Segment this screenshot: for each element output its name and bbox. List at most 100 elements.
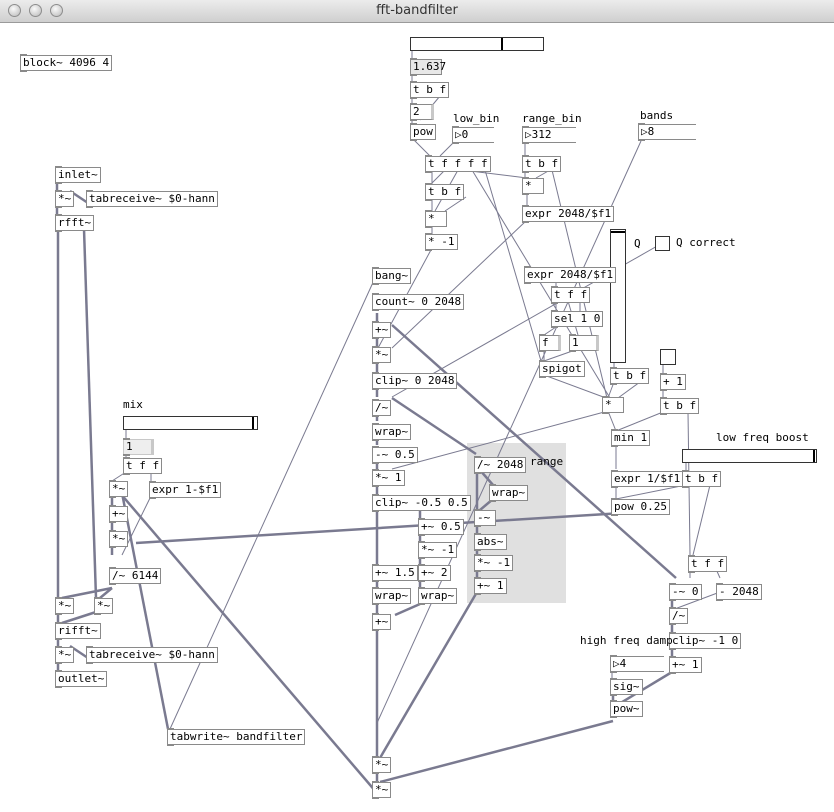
tabreceive-out-object[interactable]: tabreceive~ $0-hann (86, 646, 218, 664)
low-bin-label: low_bin (453, 112, 500, 125)
q-slider-knob[interactable] (611, 231, 625, 233)
hf-damp-number[interactable]: ▷4 (610, 655, 664, 673)
bang-object[interactable]: bang~ (372, 267, 412, 285)
top-slider-knob[interactable] (501, 38, 503, 50)
q-tff-object[interactable]: t f f (551, 286, 591, 304)
zoom-button[interactable] (50, 4, 63, 17)
mix-plus-object[interactable]: +~ (109, 505, 129, 523)
high-freq-damp-label: high freq damp (580, 634, 673, 647)
q-slider[interactable] (610, 229, 626, 363)
outlet-object[interactable]: outlet~ (55, 670, 108, 688)
mul-mid-object[interactable]: * (425, 210, 447, 228)
plus-one-object[interactable]: + 1 (660, 373, 686, 391)
minus-half-object[interactable]: -~ 0.5 (372, 446, 418, 464)
minus-2048-object[interactable]: - 2048 (716, 583, 762, 601)
one-message[interactable]: 1 (569, 334, 599, 352)
top-right-toggle[interactable] (660, 349, 676, 365)
mix-one-message[interactable]: 1 (123, 438, 154, 456)
tffff-object[interactable]: t f f f f (425, 155, 491, 173)
mul-one-object[interactable]: *~ 1 (372, 469, 405, 487)
expr-lf-object[interactable]: expr 1/$f1 (611, 470, 684, 488)
div-sig-object[interactable]: /~ (372, 399, 392, 417)
sig-object[interactable]: sig~ (610, 678, 643, 696)
wrap1-object[interactable]: wrap~ (372, 423, 412, 441)
lf-tbf-object[interactable]: t b f (682, 470, 722, 488)
plus-sig-object[interactable]: +~ (372, 321, 392, 339)
range-tbf-object[interactable]: t b f (522, 155, 562, 173)
div-6144-object[interactable]: /~ 6144 (109, 567, 162, 585)
mix-expr-object[interactable]: expr 1-$f1 (149, 481, 222, 499)
pow-sig-object[interactable]: pow~ (610, 700, 643, 718)
low-freq-boost-label: low freq boost (716, 431, 809, 444)
rfft-object[interactable]: rfft~ (55, 214, 95, 232)
q-correct-toggle[interactable] (655, 236, 670, 251)
sel-object[interactable]: sel 1 0 (551, 310, 604, 328)
bands-number[interactable]: ▷8 (638, 123, 696, 141)
low-freq-boost-slider[interactable] (682, 449, 817, 463)
mul-final2-object[interactable]: *~ (372, 781, 392, 799)
plus-1-hf-object[interactable]: +~ 1 (669, 656, 702, 674)
mix-slider[interactable] (123, 416, 258, 430)
range-mul-neg1-object[interactable]: *~ -1 (474, 554, 514, 572)
range-wrap-object[interactable]: wrap~ (489, 484, 529, 502)
clip-neg1-object[interactable]: clip~ -1 0 (669, 632, 742, 650)
tog-tbf-object[interactable]: t b f (660, 397, 700, 415)
two-message[interactable]: 2 (410, 103, 434, 121)
range-abs-object[interactable]: abs~ (474, 533, 507, 551)
rifft-object[interactable]: rifft~ (55, 622, 101, 640)
plus-final-object[interactable]: +~ (372, 613, 392, 631)
f-box-object[interactable]: f (539, 334, 561, 352)
block-object[interactable]: block~ 4096 4 (20, 54, 113, 72)
minus-0-object[interactable]: -~ 0 (669, 583, 702, 601)
mul-sig-object[interactable]: *~ (372, 346, 392, 364)
range-bin-number[interactable]: ▷312 (522, 126, 576, 144)
mix-mul2-object[interactable]: *~ (109, 530, 129, 548)
minimize-button[interactable] (29, 4, 42, 17)
pow-top-object[interactable]: pow (410, 123, 436, 141)
tabwrite-object[interactable]: tabwrite~ bandfilter (167, 728, 306, 746)
spigot-object[interactable]: spigot (539, 360, 585, 378)
tbf-top-object[interactable]: t b f (410, 81, 450, 99)
tabreceive-in-object[interactable]: tabreceive~ $0-hann (86, 190, 218, 208)
close-button[interactable] (8, 4, 21, 17)
plus-2-object[interactable]: +~ 2 (418, 564, 451, 582)
expr-2048-a-object[interactable]: expr 2048/$f1 (522, 205, 615, 223)
hf-tff-object[interactable]: t f f (688, 555, 728, 573)
clip-half-object[interactable]: clip~ -0.5 0.5 (372, 494, 471, 512)
plus-half-object[interactable]: +~ 0.5 (418, 518, 464, 536)
mul-hann-out-object[interactable]: *~ (55, 646, 75, 664)
q-mul-object[interactable]: * (602, 396, 624, 414)
div-hf-object[interactable]: /~ (669, 607, 689, 625)
wrap2-object[interactable]: wrap~ (372, 587, 412, 605)
low-freq-boost-slider-knob[interactable] (813, 450, 815, 462)
mix-mul1-object[interactable]: *~ (109, 480, 129, 498)
mul-final1-object[interactable]: *~ (372, 756, 392, 774)
range-div-object[interactable]: /~ 2048 (474, 456, 527, 474)
top-number[interactable]: 1.637 (410, 58, 446, 76)
wrap3-object[interactable]: wrap~ (418, 587, 458, 605)
range-plus1-object[interactable]: +~ 1 (474, 577, 507, 595)
tbf-mid-object[interactable]: t b f (425, 183, 465, 201)
mul-neg1-object[interactable]: * -1 (425, 233, 458, 251)
range-bin-value: 312 (531, 128, 552, 141)
mul-b-object[interactable]: *~ (94, 597, 114, 615)
plus-15-object[interactable]: +~ 1.5 (372, 564, 418, 582)
q-tbf-object[interactable]: t b f (610, 367, 650, 385)
expr-2048-b-object[interactable]: expr 2048/$f1 (524, 266, 617, 284)
min-one-object[interactable]: min 1 (611, 429, 651, 447)
pow-025-object[interactable]: pow 0.25 (611, 498, 670, 516)
mul-hann-in-object[interactable]: *~ (55, 190, 75, 208)
mix-label: mix (123, 398, 143, 411)
clip-2048-object[interactable]: clip~ 0 2048 (372, 372, 458, 390)
mix-tff-object[interactable]: t f f (123, 457, 163, 475)
low-bin-number[interactable]: ▷0 (452, 126, 494, 144)
inlet-object[interactable]: inlet~ (55, 166, 101, 184)
range-minus-object[interactable]: -~ (474, 509, 496, 527)
mix-slider-knob[interactable] (252, 417, 254, 429)
patch-canvas[interactable]: block~ 4096 4 inlet~ *~ tabreceive~ $0-h… (0, 23, 834, 812)
top-slider[interactable] (410, 37, 544, 51)
mul-neg1-sig-object[interactable]: *~ -1 (418, 541, 458, 559)
range-mul-object[interactable]: * (522, 177, 544, 195)
count-object[interactable]: count~ 0 2048 (372, 293, 465, 311)
mul-a-object[interactable]: *~ (55, 597, 75, 615)
